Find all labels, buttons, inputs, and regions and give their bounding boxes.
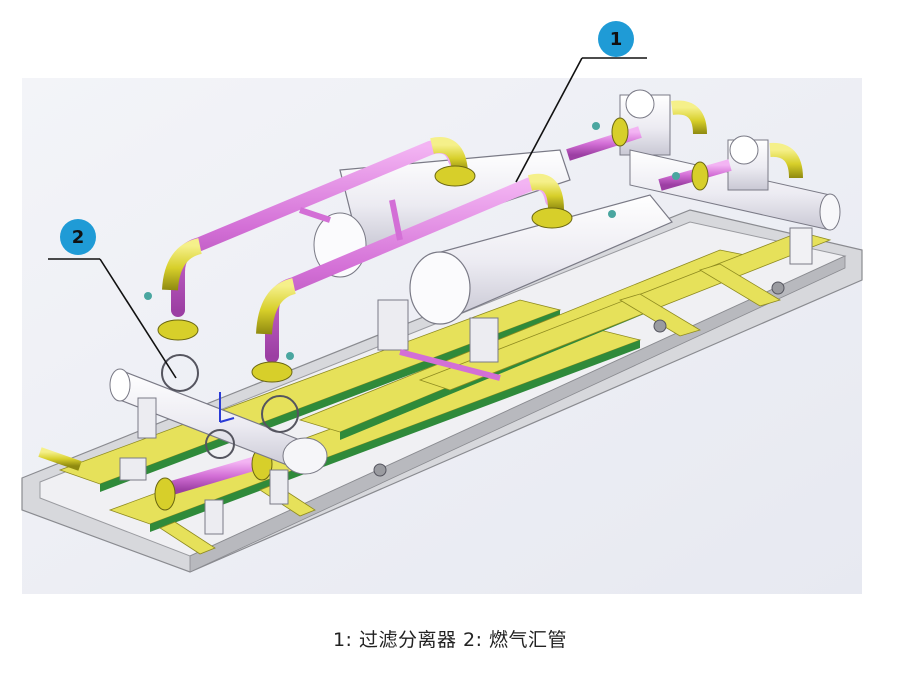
callout-2: 2 <box>48 219 177 379</box>
callout-1-leader-diag <box>515 57 583 183</box>
callout-1-number: 1 <box>610 29 623 50</box>
callout-1-circle <box>598 21 634 57</box>
instruments <box>144 122 785 477</box>
pipe-fittings <box>38 100 803 511</box>
filter-separators-back <box>619 89 841 265</box>
callout-2-circle <box>60 219 96 255</box>
callout-2-leader-diag <box>99 258 177 379</box>
gas-header <box>109 354 328 535</box>
callout-1: 1 <box>515 21 647 183</box>
figure-caption: 1: 过滤分离器 2: 燃气汇管 <box>332 629 568 651</box>
callout-2-number: 2 <box>72 227 85 248</box>
